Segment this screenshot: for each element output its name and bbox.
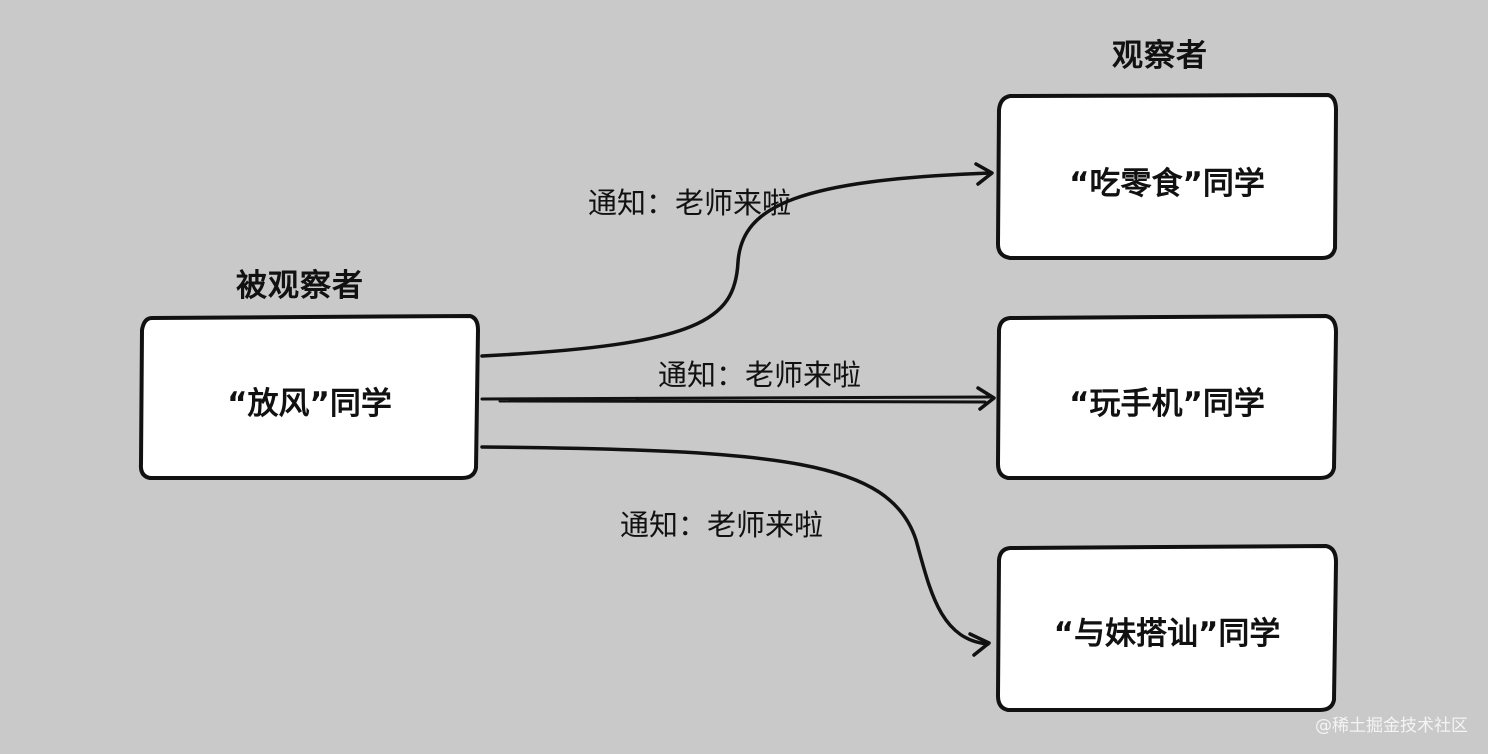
observer-box-chat-girl [996,544,1338,712]
arrow-head-chat-girl [968,632,991,657]
observer-box-eat-snacks [996,93,1338,260]
edge-label-eat-snacks: 通知：老师来啦 [588,186,792,220]
observer-label-play-phone: “玩手机”同学 [1069,386,1265,422]
subject-box [138,314,480,480]
edge-label-play-phone: 通知：老师来啦 [658,358,862,392]
observer-box-play-phone [996,314,1338,480]
watermark-text: @稀土掘金技术社区 [1315,716,1468,736]
observers-heading: 观察者 [1112,38,1208,74]
arrow-head-eat-snacks [974,162,994,186]
arrow-notify-chat-girl [480,445,990,646]
arrow-notify-play-phone [480,395,994,404]
observer-label-eat-snacks: “吃零食”同学 [1069,166,1265,202]
observer-label-chat-girl: “与妹搭讪”同学 [1053,616,1281,652]
edge-label-chat-girl: 通知：老师来啦 [620,508,824,542]
subject-heading: 被观察者 [236,268,364,304]
arrow-notify-eat-snacks [480,171,992,358]
subject-label: “放风”同学 [227,386,392,422]
arrow-head-play-phone [976,386,996,411]
